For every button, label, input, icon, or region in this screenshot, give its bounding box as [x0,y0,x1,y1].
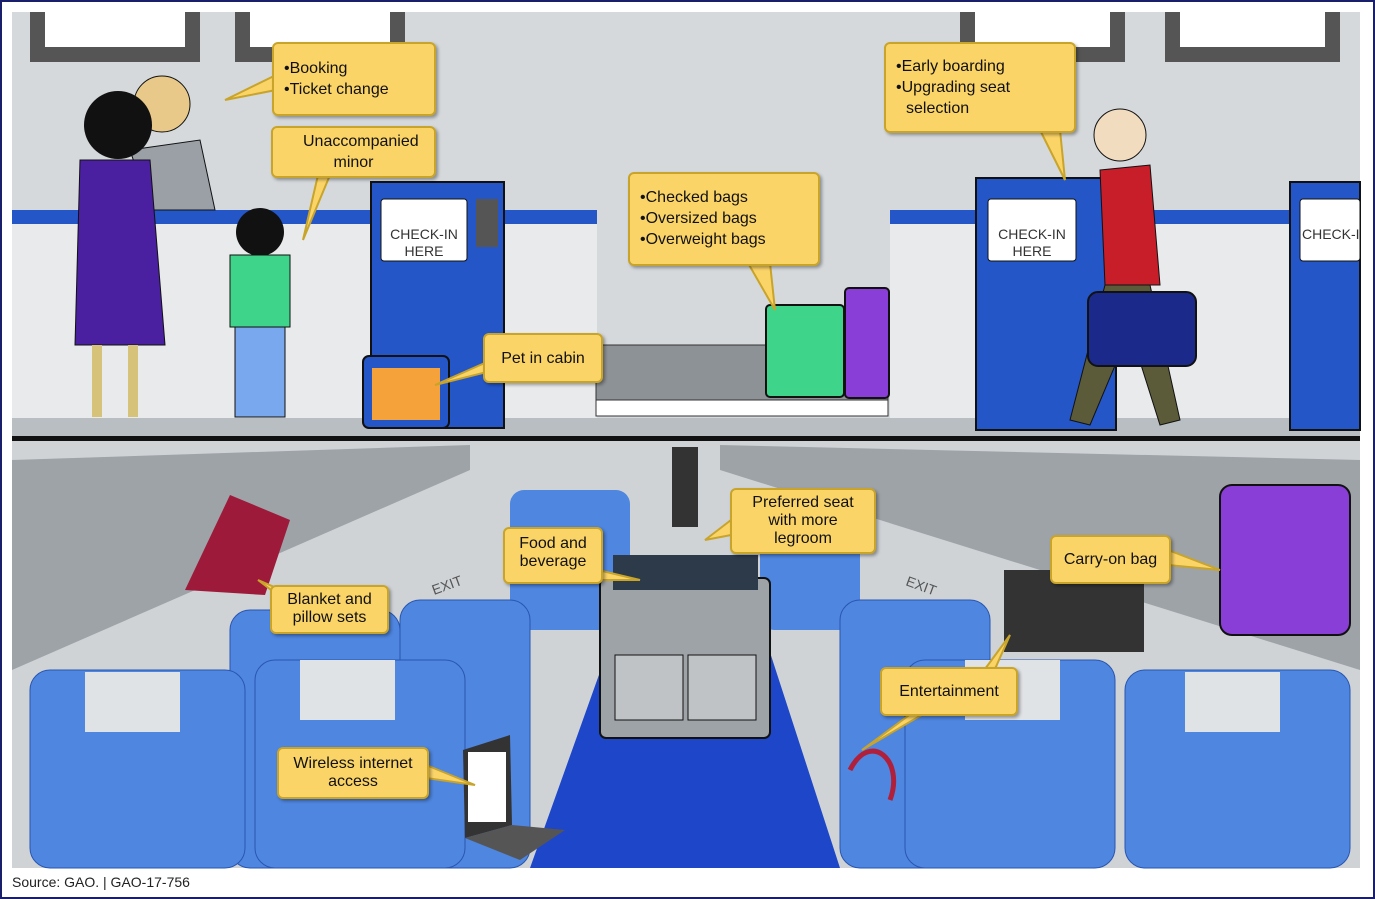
callout-blanket-pillow: Blanket and pillow sets [270,585,389,634]
green-suitcase [765,304,845,398]
callout-unaccompanied-minor: Unaccompanied minor [271,126,436,178]
purple-suitcase [844,287,890,399]
headphones [847,748,897,801]
callout-early-boarding: Early boardingUpgrading seat selection [884,42,1076,133]
callout-preferred-seat: Preferred seat with more legroom [730,488,876,554]
callout-food-beverage: Food and beverage [503,527,603,584]
checkin-kiosk [370,181,505,429]
woman-with-bag [1069,108,1197,426]
kiosk-sign-1: CHECK-IN HERE [390,226,458,259]
seats [29,490,1351,869]
callout-wireless-internet: Wireless internet access [277,747,429,799]
carry-on-in-bin [1219,484,1351,636]
callout-entertainment: Entertainment [880,667,1018,716]
duffel-bag [1087,291,1197,367]
callout-bags: Checked bagsOversized bagsOverweight bag… [628,172,820,266]
overhead-bin-right [720,445,1360,670]
child-passenger [229,208,291,418]
source-note: Source: GAO. | GAO-17-756 [12,874,190,890]
kiosk-sign-2: CHECK-IN HERE [998,226,1066,259]
laptop [463,735,565,860]
callout-carry-on-bag: Carry-on bag [1050,535,1171,584]
beverage-cart [599,555,771,739]
kiosk-sign-3: CHECK-IN HERE [1302,226,1360,242]
woman-passenger [74,91,166,417]
callout-pet-in-cabin: Pet in cabin [483,333,603,383]
blanket [185,495,290,595]
callout-booking: BookingTicket change [272,42,436,116]
